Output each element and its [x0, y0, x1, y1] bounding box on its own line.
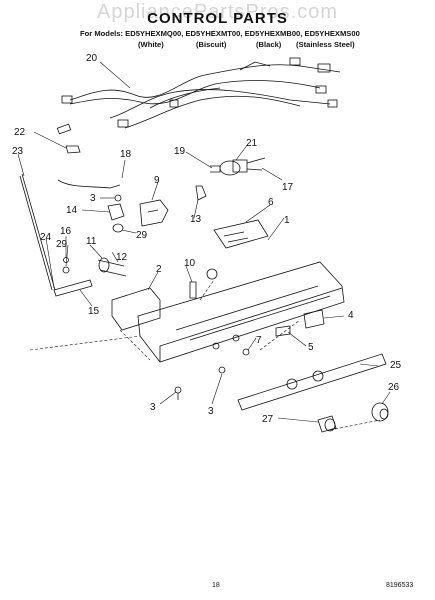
color-label-biscuit: (Biscuit): [196, 40, 227, 49]
callout-label: 26: [388, 382, 400, 393]
callout-label: 10: [184, 258, 196, 269]
callout-label: 3: [150, 402, 156, 413]
callout-label: 13: [190, 214, 202, 225]
part-18-tube: [57, 179, 121, 189]
color-label-black: (Black): [256, 40, 282, 49]
callout-label: 29: [136, 230, 148, 241]
callout-label: 22: [14, 127, 26, 138]
callout-label: 29: [56, 239, 68, 250]
part-23-rod: [19, 173, 56, 291]
watermark: AppliancePartsPros.com: [97, 1, 338, 23]
callout-label: 25: [390, 360, 402, 371]
callout-label: 23: [12, 146, 24, 157]
color-label-stainless: (Stainless Steel): [296, 40, 355, 49]
callout-label: 3: [208, 406, 214, 417]
page-number: 18: [212, 582, 220, 589]
page-title: CONTROL PARTS: [147, 10, 288, 27]
callout-label: 4: [348, 310, 354, 321]
callout-label: 3: [90, 193, 96, 204]
part-22: [65, 145, 81, 154]
callout-label: 19: [174, 146, 186, 157]
callout-label: 18: [120, 149, 132, 160]
callout-labels: 20 22 23 18 19 21 17 9 3 14 13 6 1 16 29…: [12, 53, 402, 425]
callout-label: 7: [256, 335, 262, 346]
wire-harness: [56, 57, 341, 135]
callout-label: 27: [262, 414, 274, 425]
callout-label: 9: [154, 175, 160, 186]
models-line: For Models: ED5YHEXMQ00, ED5YHEXMT00, ED…: [80, 29, 360, 38]
document-number: 8196533: [386, 582, 414, 589]
callout-label: 5: [308, 342, 314, 353]
callout-label: 12: [116, 252, 128, 263]
callout-label: 21: [246, 138, 258, 149]
callout-label: 1: [284, 215, 290, 226]
callout-label: 24: [40, 232, 52, 243]
trim-strip: [237, 353, 387, 411]
callout-label: 6: [268, 197, 274, 208]
callout-label: 11: [86, 236, 97, 247]
callout-label: 16: [60, 226, 72, 237]
callout-label: 20: [86, 53, 98, 64]
callout-label: 15: [88, 306, 100, 317]
callout-label: 2: [156, 264, 162, 275]
callout-label: 14: [66, 205, 78, 216]
callout-label: 17: [282, 182, 294, 193]
color-label-white: (White): [138, 40, 164, 49]
